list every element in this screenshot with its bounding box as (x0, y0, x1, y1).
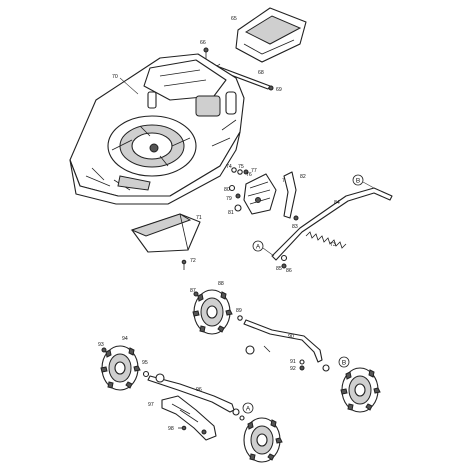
part-78-height-sector (243, 173, 277, 215)
label-73: 73 (330, 242, 336, 248)
part-82-lever (283, 171, 297, 219)
part-84-rod (271, 187, 393, 261)
part-83-screw (293, 215, 299, 221)
part-74-81-small-parts (228, 167, 249, 212)
label-69: 69 (276, 87, 282, 93)
callout-b-top: B (352, 174, 375, 189)
label-95: 95 (142, 360, 148, 366)
part-65-lid (235, 7, 307, 63)
part-91-93-fasteners (299, 359, 330, 372)
callout-b-bottom: B (338, 356, 350, 368)
label-93: 93 (98, 342, 104, 348)
part-94-rear-wheel-left (100, 345, 141, 391)
label-91: 91 (290, 359, 296, 365)
part-72-screw (181, 259, 187, 270)
label-68: 68 (258, 70, 264, 76)
svg-text:B: B (356, 177, 360, 184)
label-96: 96 (196, 387, 202, 393)
label-85: 85 (276, 266, 282, 272)
part-88-rear-wheel-right (340, 367, 381, 413)
label-66: 66 (200, 40, 206, 46)
part-90-front-axle (243, 319, 323, 363)
part-98-screw (178, 425, 187, 431)
label-80: 80 (224, 187, 230, 193)
svg-text:A: A (246, 405, 251, 412)
label-92: 92 (290, 366, 296, 372)
label-86: 86 (286, 268, 292, 274)
label-76: 76 (246, 172, 252, 178)
label-89: 89 (236, 308, 242, 314)
label-94: 94 (122, 336, 128, 342)
part-95-nut (142, 370, 150, 378)
part-71-mulch-plug (130, 213, 201, 253)
label-65: 65 (231, 16, 237, 22)
callout-a-top: A (252, 240, 275, 257)
label-84: 84 (334, 200, 340, 206)
part-69-pin (268, 85, 274, 91)
part-88-front-wheel (192, 289, 233, 335)
label-83: 83 (292, 224, 298, 230)
part-73-spring (305, 231, 347, 249)
part-85-86-fasteners (280, 254, 288, 269)
bottom-axle-fasteners (232, 408, 245, 421)
label-90: 90 (288, 334, 294, 340)
part-93-screw (101, 347, 107, 353)
part-70-deck (69, 53, 245, 205)
label-70: 70 (112, 74, 118, 80)
part-87-screw (193, 291, 199, 297)
label-97: 97 (148, 402, 154, 408)
part-97-bracket (161, 395, 217, 441)
label-75: 75 (238, 164, 244, 170)
label-88: 88 (218, 281, 224, 287)
part-88-wheel-bottom (243, 417, 283, 463)
label-71: 71 (196, 215, 202, 221)
label-81: 81 (228, 210, 234, 216)
label-98: 98 (168, 426, 174, 432)
label-77: 77 (251, 168, 257, 174)
part-89-nut (237, 315, 243, 321)
label-79: 79 (226, 196, 232, 202)
label-82: 82 (300, 174, 306, 180)
label-72: 72 (190, 258, 196, 264)
svg-text:B: B (342, 359, 346, 366)
svg-text:A: A (256, 243, 261, 250)
label-74: 74 (226, 164, 232, 170)
callout-a-bottom: A (242, 402, 254, 414)
label-87: 87 (190, 288, 196, 294)
part-96-rear-axle (147, 373, 235, 413)
